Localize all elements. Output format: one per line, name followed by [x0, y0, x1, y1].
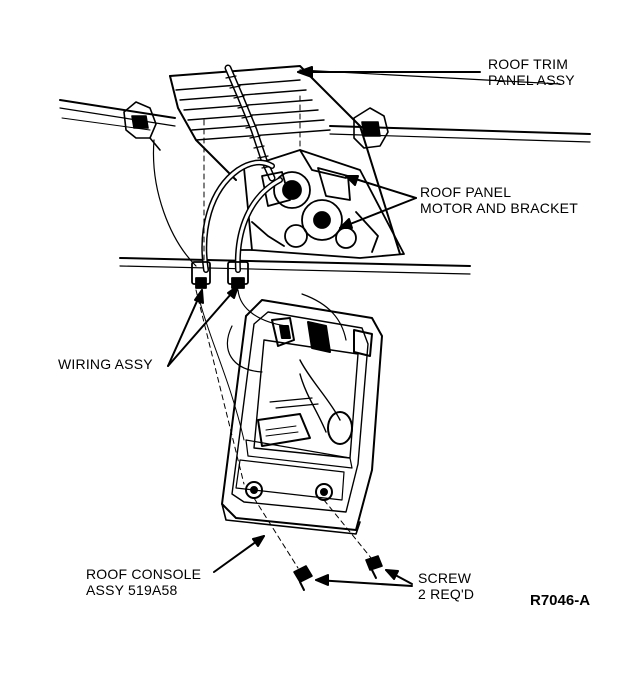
label-screw: SCREW 2 REQ'D — [418, 570, 474, 602]
roof-console — [221, 299, 383, 535]
label-screw-line2: 2 REQ'D — [418, 586, 475, 602]
headliner-clip-left — [123, 101, 161, 151]
roof-panel-motor — [239, 149, 405, 259]
screws — [293, 555, 383, 591]
label-wiring-assy-line1: WIRING ASSY — [58, 356, 153, 372]
wiring-harness — [152, 139, 347, 441]
alignment-lines — [195, 95, 377, 569]
label-roof-console-line2: ASSY 519A58 — [86, 582, 178, 598]
label-roof-console-line1: ROOF CONSOLE — [86, 566, 202, 582]
label-wiring-assy: WIRING ASSY — [58, 356, 153, 372]
headliner-clip-right — [353, 107, 389, 149]
label-roof-console: ROOF CONSOLE ASSY 519A58 — [86, 566, 201, 598]
wiring-connectors — [191, 261, 249, 289]
screw-left — [293, 565, 313, 591]
screw-right — [365, 555, 383, 579]
label-roof-trim-line1: ROOF TRIM — [488, 56, 569, 72]
label-roof-panel-motor-line1: ROOF PANEL — [420, 184, 512, 200]
label-roof-panel-motor-line2: MOTOR AND BRACKET — [420, 200, 578, 216]
label-roof-trim-panel: ROOF TRIM PANEL ASSY — [488, 56, 575, 88]
label-roof-trim-line2: PANEL ASSY — [488, 72, 575, 88]
label-roof-panel-motor: ROOF PANEL MOTOR AND BRACKET — [420, 184, 578, 216]
figure-reference: R7046-A — [530, 592, 591, 609]
leader-lines — [167, 66, 481, 587]
label-screw-line1: SCREW — [418, 570, 472, 586]
trim-panel-grill — [175, 79, 331, 141]
